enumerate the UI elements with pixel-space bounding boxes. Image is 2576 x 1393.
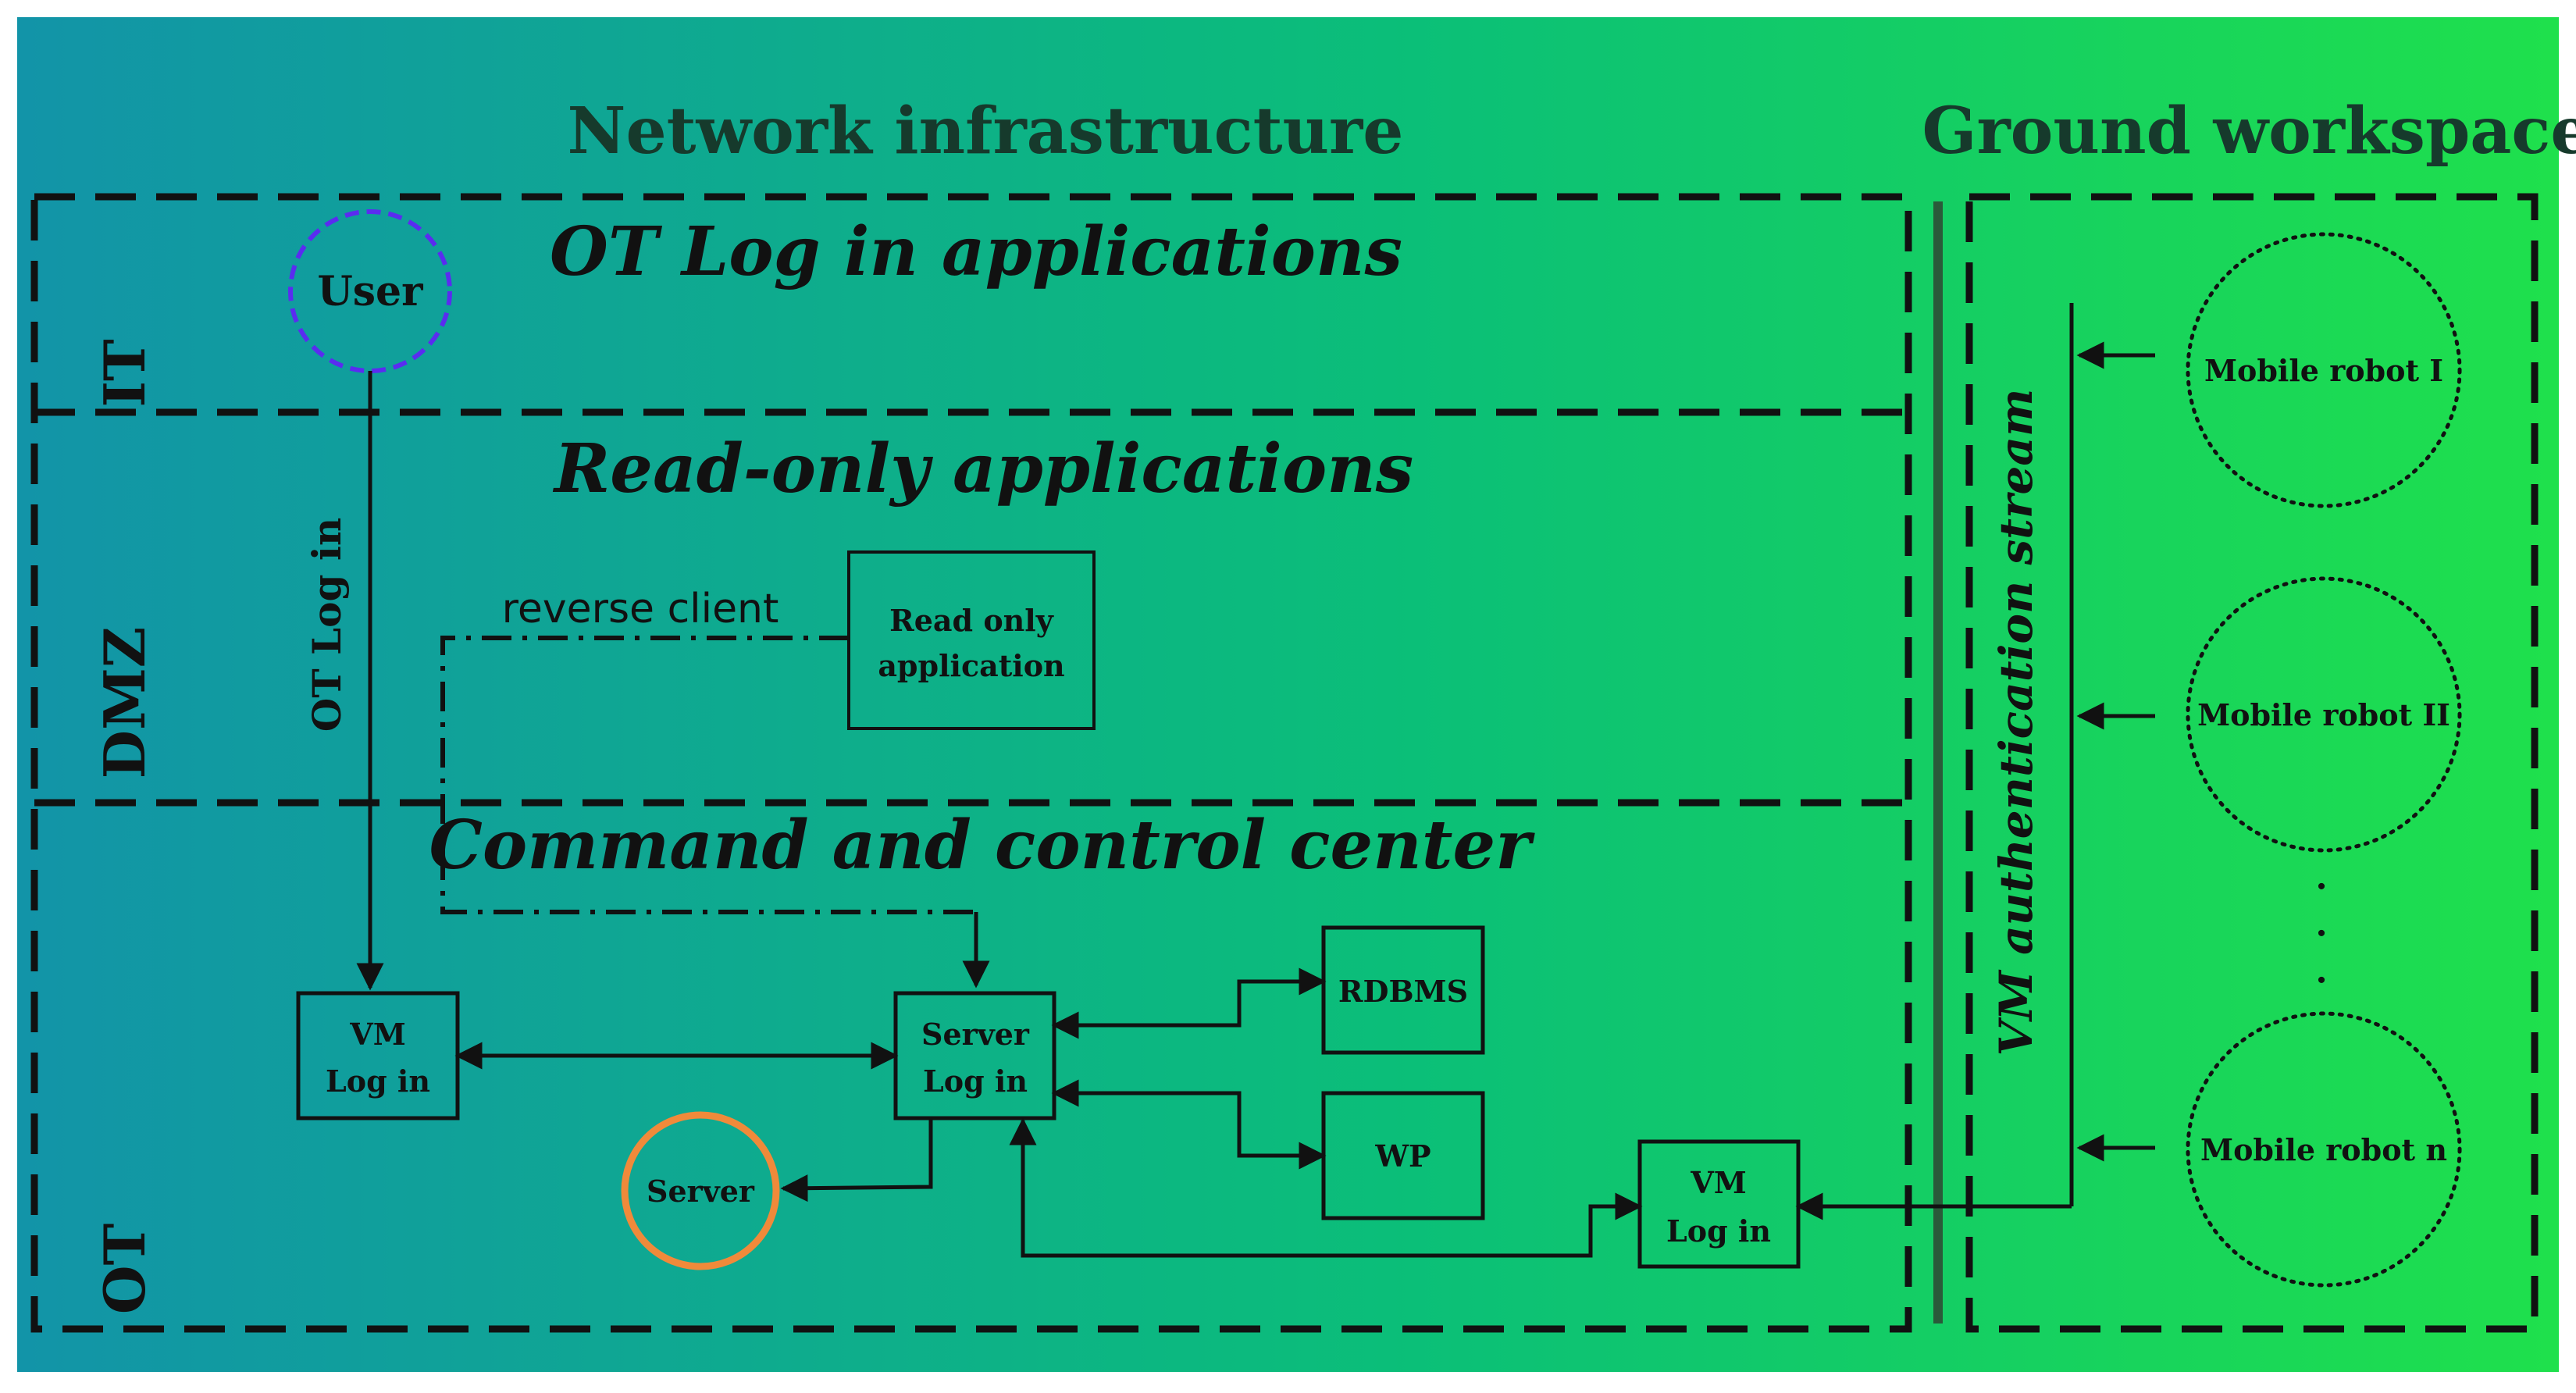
vm-login-right-label-2: Log in — [1666, 1213, 1771, 1249]
server-rdbms-connector — [1051, 967, 1327, 1039]
vm-auth-stream-label: VM authentication stream — [1990, 389, 2043, 1056]
server-login-to-vm-right-connector — [1009, 1117, 1643, 1258]
rdbms-label: RDBMS — [1338, 974, 1468, 1009]
dmz-band-title: Read-only applications — [552, 429, 1413, 508]
server-login-label-2: Log in — [923, 1063, 1028, 1099]
user-label: User — [317, 268, 423, 315]
server-label: Server — [647, 1174, 755, 1209]
user-node — [288, 209, 452, 373]
mobile-robot-2-node — [2186, 576, 2462, 853]
network-infrastructure-title: Network infrastructure — [568, 94, 1404, 169]
server-login-label-1: Server — [921, 1017, 1030, 1052]
zone-label-it: IT — [91, 339, 158, 407]
read-only-application-label-1: Read only — [889, 603, 1054, 638]
zone-label-ot: OT — [91, 1224, 158, 1314]
ground-workspace-title: Ground workspace — [1922, 94, 2576, 169]
vm-login-right-label-1: VM — [1690, 1165, 1747, 1200]
server-login-to-server-connector — [780, 1118, 933, 1202]
mobile-robot-2-label: Mobile robot II — [2197, 697, 2450, 732]
read-only-application-label-2: application — [878, 648, 1064, 683]
mobile-robot-n-label: Mobile robot n — [2200, 1132, 2447, 1167]
mobile-robot-1-node — [2186, 232, 2462, 508]
it-band-title: OT Log in applications — [550, 212, 1402, 291]
vm-login-left-label-2: Log in — [326, 1063, 430, 1099]
wp-label: WP — [1374, 1138, 1431, 1174]
ot-login-label: OT Log in — [304, 518, 350, 732]
mobile-robot-1-label: Mobile robot I — [2204, 353, 2443, 388]
reverse-client-label: reverse client — [502, 586, 779, 632]
zone-label-dmz: DMZ — [91, 627, 158, 779]
server-node — [621, 1111, 780, 1270]
ground-workspace-boundary — [1965, 193, 2539, 1333]
mobile-robot-n-node — [2186, 1011, 2462, 1288]
ot-band-title: Command and control center — [429, 806, 1535, 885]
vm-login-left-label-1: VM — [349, 1017, 406, 1052]
robot-ellipsis: ··· — [2315, 867, 2327, 1000]
network-infrastructure-boundary — [30, 193, 1912, 1333]
